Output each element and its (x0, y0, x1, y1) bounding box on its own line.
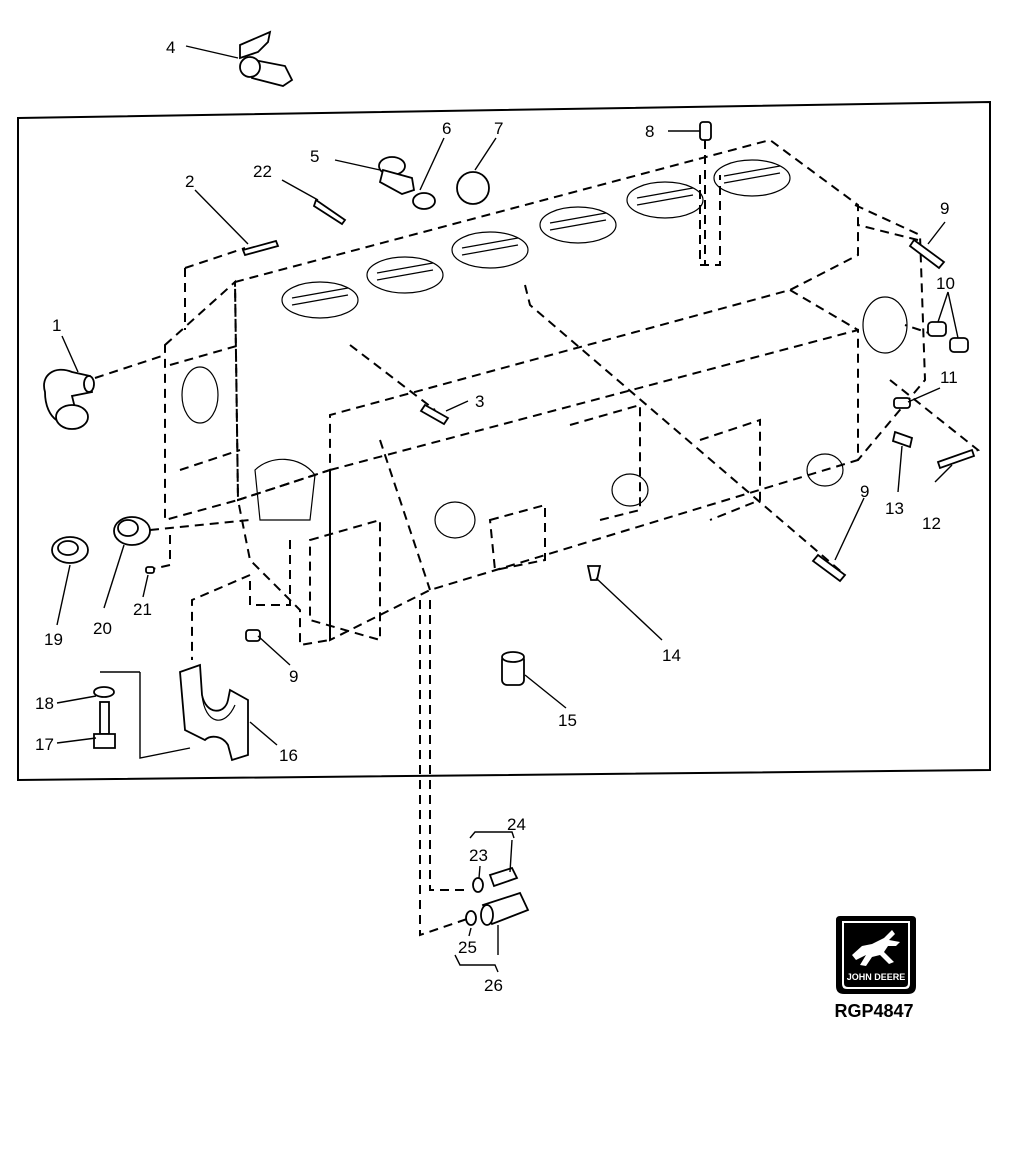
part-plug-10a (927, 321, 947, 337)
part-sender-4 (239, 30, 294, 87)
part-elbow-fitting (43, 368, 95, 430)
callout-10: 10 (936, 274, 955, 293)
callout-8: 8 (645, 122, 654, 141)
callout-1: 1 (52, 316, 61, 335)
callout-26: 26 (484, 976, 503, 995)
part-seal-19 (51, 536, 89, 564)
part-pin-21 (145, 566, 155, 574)
callout-12: 12 (922, 514, 941, 533)
callout-20: 20 (93, 619, 112, 638)
callout-23: 23 (469, 846, 488, 865)
callout-9-low: 9 (289, 667, 298, 686)
part-cup-plug-7 (456, 171, 490, 205)
callout-2: 2 (185, 172, 194, 191)
john-deere-logo: JOHN DEERE (836, 916, 916, 994)
part-o-ring-23 (472, 877, 484, 893)
part-stud-2 (241, 239, 280, 257)
callout-21: 21 (133, 600, 152, 619)
part-cap-screw-17 (93, 701, 116, 749)
part-seal-20 (113, 516, 151, 546)
parts (43, 30, 976, 926)
callout-3: 3 (475, 392, 484, 411)
part-plug-13 (891, 430, 914, 449)
part-bearing-cap-16 (179, 663, 249, 762)
callout-15: 15 (558, 711, 577, 730)
callout-6: 6 (442, 119, 451, 138)
part-stud-9-top (908, 238, 946, 270)
assembly-lines (94, 140, 981, 937)
figure-code: RGP4847 (834, 1001, 913, 1021)
leader-lines (56, 45, 959, 973)
cylinder-block (164, 138, 927, 647)
part-plug-10b (949, 337, 969, 353)
callout-16: 16 (279, 746, 298, 765)
callout-24: 24 (507, 815, 526, 834)
part-fitting-26 (480, 891, 530, 926)
callout-7: 7 (494, 119, 503, 138)
callout-19: 19 (44, 630, 63, 649)
part-dowel-8 (699, 121, 712, 141)
logo-brand-text: JOHN DEERE (847, 972, 906, 982)
frame-border (17, 100, 991, 782)
callout-4: 4 (166, 38, 175, 57)
part-fitting-24 (488, 866, 519, 888)
callout-9-top: 9 (940, 199, 949, 218)
callout-17: 17 (35, 735, 54, 754)
callout-labels: 4 5 6 7 8 22 2 1 3 9 10 11 9 13 12 14 15… (35, 38, 958, 995)
part-plug-5 (378, 156, 416, 195)
part-washer-18 (93, 686, 115, 698)
leaping-deer-icon (852, 930, 900, 966)
callout-13: 13 (885, 499, 904, 518)
callout-5: 5 (310, 147, 319, 166)
part-stud-3 (419, 403, 450, 426)
callout-11: 11 (940, 368, 958, 387)
part-o-ring-6 (412, 192, 436, 210)
part-o-ring-25 (465, 910, 477, 926)
part-plug-14 (586, 565, 602, 581)
callout-14: 14 (662, 646, 681, 665)
callout-9-mid: 9 (860, 482, 869, 501)
part-stud-12 (936, 448, 976, 470)
part-plug-15 (501, 651, 525, 686)
part-plug-9-small (245, 629, 261, 642)
callout-18: 18 (35, 694, 54, 713)
part-rod-22 (312, 198, 347, 226)
part-pin-11 (893, 397, 911, 409)
callout-25: 25 (458, 938, 477, 957)
callout-22: 22 (253, 162, 272, 181)
part-stud-9-lower (811, 553, 847, 583)
